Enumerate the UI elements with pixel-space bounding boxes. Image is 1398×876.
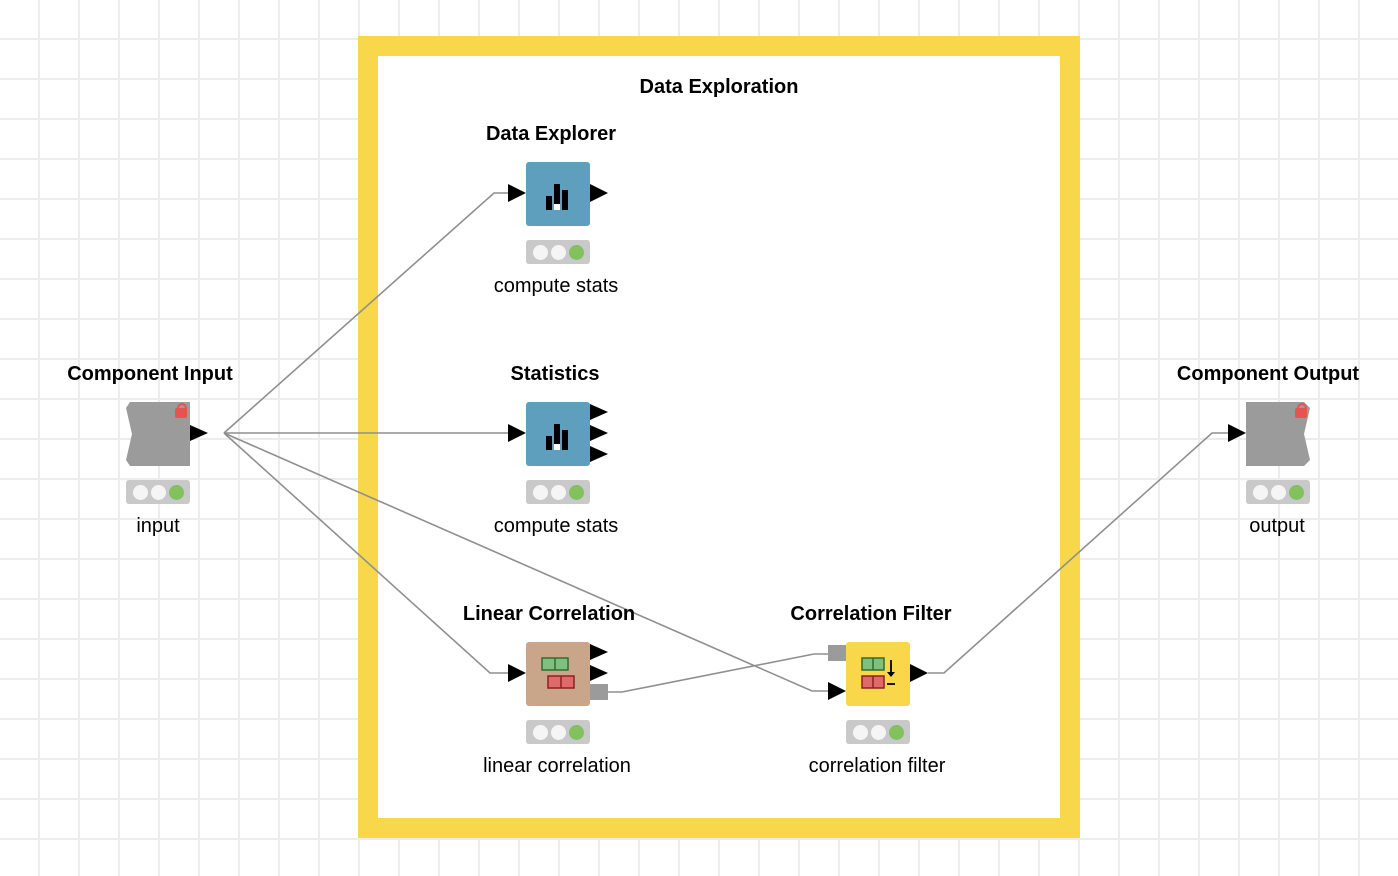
annotation-title: Data Exploration: [639, 76, 799, 98]
component-output-node[interactable]: [1246, 402, 1310, 466]
bar-chart-icon: [546, 424, 568, 450]
status-light-yellow: [550, 244, 566, 260]
status-traffic-light: [526, 240, 590, 264]
correlation-filter-node[interactable]: [846, 642, 910, 706]
node-label-output[interactable]: output: [1249, 515, 1305, 537]
status-light-green: [568, 484, 584, 500]
status-light-yellow: [550, 484, 566, 500]
node-label-input[interactable]: input: [136, 515, 180, 537]
status-light-yellow: [150, 484, 166, 500]
input-port-icon[interactable]: [508, 663, 528, 683]
status-light-red: [132, 484, 148, 500]
output-port-icon[interactable]: [910, 663, 930, 683]
status-light-green: [168, 484, 184, 500]
status-light-red: [1252, 484, 1268, 500]
annotation-box[interactable]: Data Exploration: [358, 36, 1080, 838]
component-input-node[interactable]: [126, 402, 190, 466]
node-name-statistics[interactable]: Statistics: [510, 363, 600, 385]
status-light-yellow: [550, 724, 566, 740]
model-input-port-icon[interactable]: [828, 645, 846, 661]
bar-chart-icon: [546, 184, 568, 210]
input-port-icon[interactable]: [828, 681, 848, 701]
status-light-yellow: [870, 724, 886, 740]
status-light-yellow: [1270, 484, 1286, 500]
node-name-component-input[interactable]: Component Input: [67, 363, 233, 385]
status-traffic-light: [1246, 480, 1310, 504]
input-port-icon[interactable]: [508, 183, 528, 203]
node-label-statistics[interactable]: compute stats: [493, 515, 619, 537]
node-name-linear-correlation[interactable]: Linear Correlation: [462, 603, 636, 625]
lock-icon: [1295, 403, 1307, 418]
input-port-icon[interactable]: [1228, 423, 1248, 443]
status-light-green: [568, 244, 584, 260]
status-light-red: [532, 724, 548, 740]
table-filter-icon: [861, 657, 895, 689]
node-name-correlation-filter[interactable]: Correlation Filter: [790, 603, 952, 625]
node-name-component-output[interactable]: Component Output: [1176, 363, 1360, 385]
output-port-icon[interactable]: [590, 664, 610, 682]
status-light-green: [1288, 484, 1304, 500]
status-light-red: [852, 724, 868, 740]
component-output-shape: [1246, 402, 1310, 466]
data-explorer-node[interactable]: [526, 162, 590, 226]
linear-correlation-node[interactable]: [526, 642, 590, 706]
output-port-icon[interactable]: [590, 403, 610, 421]
node-label-correlation-filter[interactable]: correlation filter: [808, 755, 946, 777]
status-light-red: [532, 244, 548, 260]
table-filter-icon: [541, 657, 575, 689]
status-light-green: [888, 724, 904, 740]
status-traffic-light: [526, 480, 590, 504]
output-port-icon[interactable]: [590, 643, 610, 661]
output-port-icon[interactable]: [590, 424, 610, 442]
status-traffic-light: [126, 480, 190, 504]
output-port-icon[interactable]: [190, 423, 210, 443]
statistics-node[interactable]: [526, 402, 590, 466]
output-port-icon[interactable]: [590, 445, 610, 463]
node-label-linear-correlation[interactable]: linear correlation: [483, 755, 631, 777]
status-traffic-light: [526, 720, 590, 744]
component-input-shape: [126, 402, 190, 466]
node-name-data-explorer[interactable]: Data Explorer: [485, 123, 617, 145]
status-traffic-light: [846, 720, 910, 744]
model-output-port-icon[interactable]: [590, 684, 608, 700]
output-port-icon[interactable]: [590, 183, 610, 203]
node-label-data-explorer[interactable]: compute stats: [493, 275, 619, 297]
status-light-green: [568, 724, 584, 740]
lock-icon: [175, 403, 187, 418]
status-light-red: [532, 484, 548, 500]
input-port-icon[interactable]: [508, 423, 528, 443]
